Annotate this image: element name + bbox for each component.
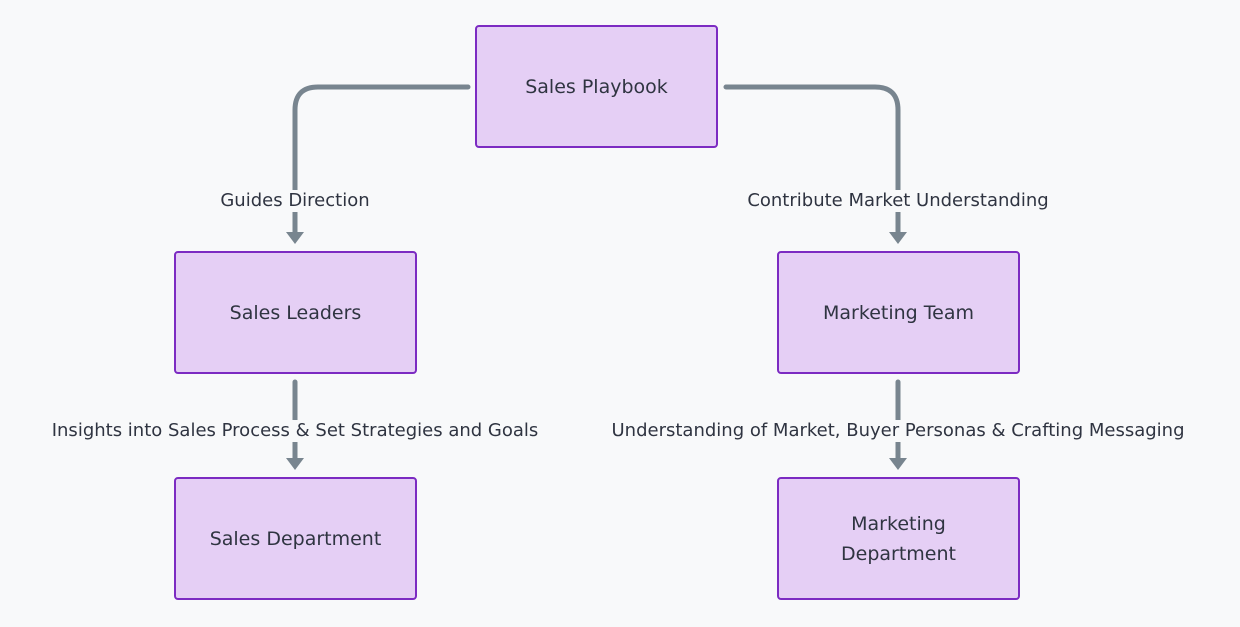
- arrowhead-playbook-to-leaders: [286, 232, 304, 244]
- edge-label-understanding-of-market: Understanding of Market, Buyer Personas …: [609, 420, 1187, 442]
- connector-playbook-to-marketing: [723, 84, 901, 235]
- node-sales-leaders[interactable]: Sales Leaders: [174, 251, 417, 374]
- node-label-sales-department: Sales Department: [209, 527, 382, 550]
- node-label-sales-playbook: Sales Playbook: [525, 75, 668, 98]
- node-marketing-department[interactable]: Marketing Department: [777, 477, 1020, 600]
- edge-label-guides-direction: Guides Direction: [218, 190, 372, 212]
- arrowhead-marketing-to-marketing-dept: [889, 458, 907, 470]
- arrowhead-leaders-to-sales-dept: [286, 458, 304, 470]
- arrowhead-playbook-to-marketing: [889, 232, 907, 244]
- edge-label-insights-into-sales-process: Insights into Sales Process & Set Strate…: [49, 420, 541, 442]
- node-label-marketing-team: Marketing Team: [823, 301, 974, 324]
- connector-playbook-to-leaders: [292, 84, 471, 235]
- node-marketing-team[interactable]: Marketing Team: [777, 251, 1020, 374]
- node-label-marketing-department: Marketing Department: [841, 512, 956, 565]
- edge-label-contribute-market-understanding: Contribute Market Understanding: [745, 190, 1051, 212]
- node-label-sales-leaders: Sales Leaders: [229, 301, 362, 324]
- node-sales-department[interactable]: Sales Department: [174, 477, 417, 600]
- node-sales-playbook[interactable]: Sales Playbook: [475, 25, 718, 148]
